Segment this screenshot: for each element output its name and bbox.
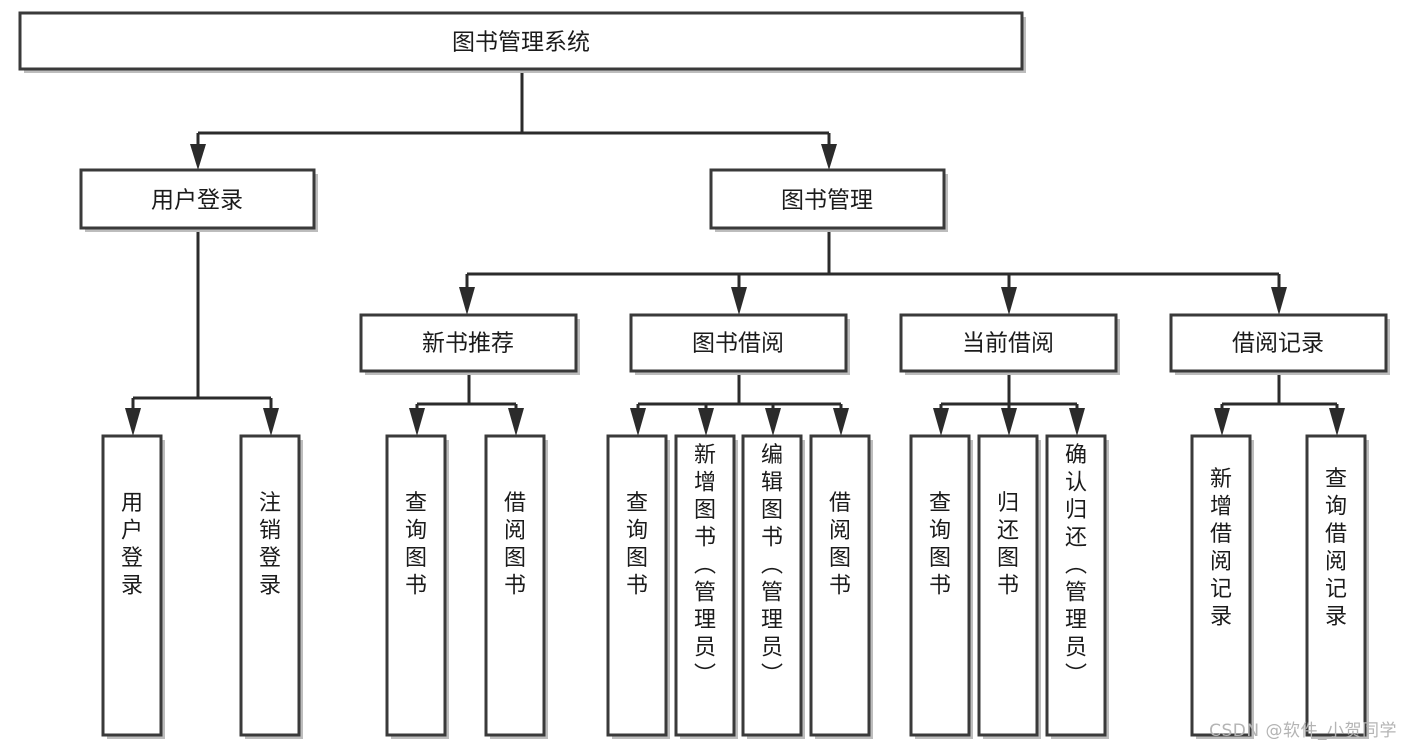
node-rect bbox=[79, 168, 316, 230]
arrow-head-icon bbox=[821, 144, 837, 170]
leaf-label: 查询图书 bbox=[929, 491, 951, 599]
node-rect bbox=[239, 434, 301, 737]
node-rect bbox=[709, 168, 946, 230]
arrow-head-icon bbox=[933, 408, 949, 436]
node-label-borrow-record: 借阅记录 bbox=[1232, 331, 1324, 357]
leaf-label: 新增借阅记录 bbox=[1210, 467, 1232, 630]
arrow-head-icon bbox=[731, 287, 747, 315]
node-root-system[interactable]: 图书管理系统 bbox=[18, 11, 1026, 73]
connector-group-root-to-level2 bbox=[190, 70, 837, 170]
arrow-head-icon bbox=[1329, 408, 1345, 436]
arrow-head-icon bbox=[125, 408, 141, 436]
leaf-label: 新增图书︵管理员︶ bbox=[694, 443, 716, 688]
arrow-head-icon bbox=[1001, 408, 1017, 436]
connector-group-currentborrow-to-leaves bbox=[933, 375, 1085, 436]
node-label-book-borrow: 图书借阅 bbox=[692, 331, 784, 357]
node-rect bbox=[18, 11, 1024, 71]
leaf-node[interactable]: 查询借阅记录 bbox=[1305, 434, 1369, 739]
leaf-node[interactable]: 用户登录 bbox=[101, 434, 165, 739]
node-rect bbox=[385, 434, 447, 737]
node-user-login[interactable]: 用户登录 bbox=[79, 168, 318, 232]
node-rect bbox=[484, 434, 546, 737]
connector-group-userlogin-to-leaves bbox=[125, 232, 279, 436]
connector-group-bookmgmt-to-level3 bbox=[459, 232, 1287, 315]
connector-group-newbook-to-leaves bbox=[409, 375, 524, 436]
arrow-head-icon bbox=[508, 408, 524, 436]
leaf-node[interactable]: 查询图书 bbox=[909, 434, 973, 739]
leaf-node[interactable]: 注销登录 bbox=[239, 434, 303, 739]
arrow-head-icon bbox=[409, 408, 425, 436]
node-label-new-book-recommend: 新书推荐 bbox=[422, 331, 514, 357]
node-borrow-record[interactable]: 借阅记录 bbox=[1169, 313, 1390, 375]
node-rect bbox=[1190, 434, 1252, 737]
leaf-node[interactable]: 查询图书 bbox=[606, 434, 670, 739]
arrow-head-icon bbox=[833, 408, 849, 436]
connector-group-borrowrecord-to-leaves bbox=[1214, 375, 1345, 436]
leaf-node[interactable]: 新增借阅记录 bbox=[1190, 434, 1254, 739]
arrow-head-icon bbox=[1001, 287, 1017, 315]
arrow-head-icon bbox=[1069, 408, 1085, 436]
leaf-label: 借阅图书 bbox=[504, 491, 526, 599]
node-label-root: 图书管理系统 bbox=[452, 30, 590, 56]
node-rect bbox=[629, 313, 848, 373]
node-rect bbox=[674, 434, 736, 737]
node-book-borrow[interactable]: 图书借阅 bbox=[629, 313, 850, 375]
node-label-book-management: 图书管理 bbox=[781, 188, 873, 214]
leaf-label: 注销登录 bbox=[259, 491, 281, 599]
node-book-management[interactable]: 图书管理 bbox=[709, 168, 948, 232]
arrow-head-icon bbox=[190, 144, 206, 170]
leaf-label: 归还图书 bbox=[997, 491, 1019, 599]
node-rect bbox=[359, 313, 578, 373]
leaf-label: 借阅图书 bbox=[829, 491, 851, 599]
leaf-label: 查询图书 bbox=[626, 491, 648, 599]
leaf-label: 用户登录 bbox=[121, 491, 143, 599]
arrow-head-icon bbox=[1214, 408, 1230, 436]
arrow-head-icon bbox=[263, 408, 279, 436]
leaf-node[interactable]: 借阅图书 bbox=[484, 434, 548, 739]
node-rect bbox=[909, 434, 971, 737]
node-label-user-login: 用户登录 bbox=[151, 188, 243, 214]
leaf-node[interactable]: 编辑图书︵管理员︶ bbox=[741, 434, 805, 739]
leaf-label: 确认归还︵管理员︶ bbox=[1065, 443, 1087, 688]
node-rect bbox=[1045, 434, 1107, 737]
node-rect bbox=[809, 434, 871, 737]
leaf-label: 查询借阅记录 bbox=[1325, 467, 1347, 630]
node-rect bbox=[606, 434, 668, 737]
connector-group-bookborrow-to-leaves bbox=[630, 375, 849, 436]
node-label-current-borrow: 当前借阅 bbox=[962, 331, 1054, 357]
leaf-node[interactable]: 新增图书︵管理员︶ bbox=[674, 434, 738, 739]
leaf-node[interactable]: 查询图书 bbox=[385, 434, 449, 739]
node-rect bbox=[101, 434, 163, 737]
node-rect bbox=[899, 313, 1118, 373]
leaf-node[interactable]: 借阅图书 bbox=[809, 434, 873, 739]
leaf-node[interactable]: 确认归还︵管理员︶ bbox=[1045, 434, 1109, 739]
leaf-label: 编辑图书︵管理员︶ bbox=[761, 443, 783, 688]
node-rect bbox=[1305, 434, 1367, 737]
node-rect bbox=[1169, 313, 1388, 373]
node-rect bbox=[741, 434, 803, 737]
leaf-label: 查询图书 bbox=[405, 491, 427, 599]
arrow-head-icon bbox=[698, 408, 714, 436]
arrow-head-icon bbox=[1271, 287, 1287, 315]
arrow-head-icon bbox=[765, 408, 781, 436]
arrow-head-icon bbox=[630, 408, 646, 436]
node-current-borrow[interactable]: 当前借阅 bbox=[899, 313, 1120, 375]
node-new-book-recommend[interactable]: 新书推荐 bbox=[359, 313, 580, 375]
arrow-head-icon bbox=[459, 287, 475, 315]
node-rect bbox=[977, 434, 1039, 737]
leaf-node[interactable]: 归还图书 bbox=[977, 434, 1041, 739]
